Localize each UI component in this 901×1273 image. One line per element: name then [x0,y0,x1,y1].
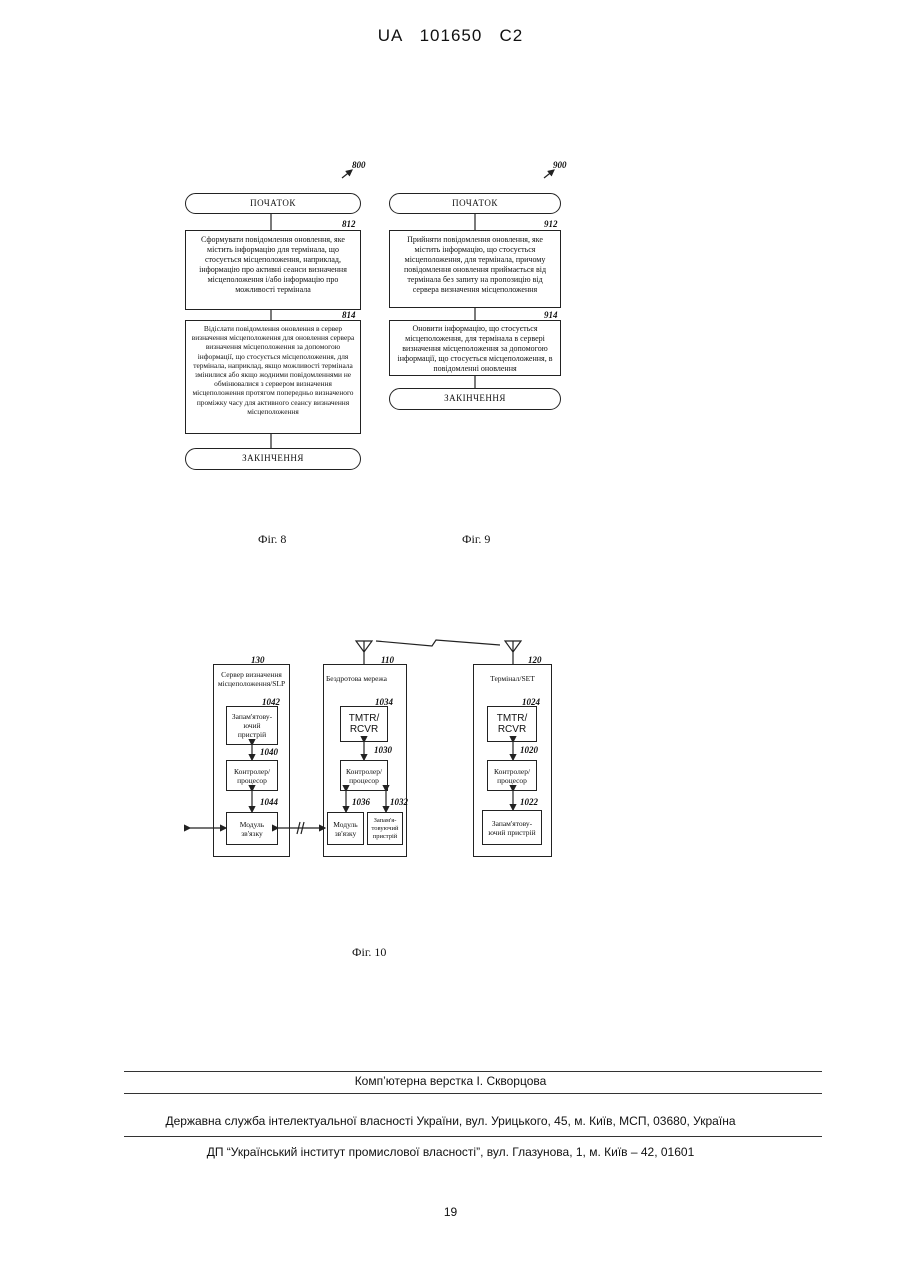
fig9-ref: 900 [553,160,567,170]
fig8-step2: Відіслати повідомлення оновлення в серве… [185,320,361,434]
terminal-memory-ref: 1022 [520,797,538,807]
footer-layout-credit: Комп’ютерна верстка І. Скворцова [0,1074,901,1088]
network-controller: Контролер/ процесор [340,760,388,791]
server-comm-ref: 1044 [260,797,278,807]
network-tmtr: TMTR/ RCVR [340,706,388,742]
fig8-end: ЗАКІНЧЕННЯ [185,448,361,470]
terminal-tmtr: TMTR/ RCVR [487,706,537,742]
fig9-caption: Фіг. 9 [462,532,490,547]
fig8-step2-ref: 814 [342,310,356,320]
fig8-start: ПОЧАТОК [185,193,361,214]
fig9-step1: Прийняти повідомлення оновлення, яке міс… [389,230,561,308]
server-controller: Контролер/ процесор [226,760,278,791]
network-comm: Модуль зв'язку [327,812,364,845]
fig8-step1: Сформувати повідомлення оновлення, яке м… [185,230,361,310]
network-memory-ref: 1032 [390,797,408,807]
terminal-controller: Контролер/ процесор [487,760,537,791]
footer-institute: ДП “Український інститут промислової вла… [0,1145,901,1159]
network-title: Бездротова мережа [326,674,396,683]
network-comm-ref: 1036 [352,797,370,807]
terminal-memory: Запам'ятову-ючий пристрій [482,810,542,845]
fig9-start: ПОЧАТОК [389,193,561,214]
server-title: Сервер визначення місцеположення/SLP [215,670,288,688]
server-memory: Запам'ятову-ючий пристрій [226,706,278,745]
terminal-title: Термінал/SET [475,674,550,683]
fig9-step1-ref: 912 [544,219,558,229]
terminal-controller-ref: 1020 [520,745,538,755]
fig9-end: ЗАКІНЧЕННЯ [389,388,561,410]
fig8-step1-ref: 812 [342,219,356,229]
page-number: 19 [0,1205,901,1219]
fig8-caption: Фіг. 8 [258,532,286,547]
fig9-step2: Оновити інформацію, що стосується місцеп… [389,320,561,376]
footer-divider-3 [124,1136,822,1137]
network-controller-ref: 1030 [374,745,392,755]
network-memory: Запам'я-товуючий пристрій [367,812,403,845]
fig10-caption: Фіг. 10 [352,945,386,960]
fig9-step2-ref: 914 [544,310,558,320]
footer-ip-service: Державна служба інтелектуальної власност… [0,1114,901,1128]
server-comm: Модуль зв'язку [226,812,278,845]
server-controller-ref: 1040 [260,747,278,757]
footer-divider-1 [124,1071,822,1072]
fig8-ref: 800 [352,160,366,170]
footer-divider-2 [124,1093,822,1094]
